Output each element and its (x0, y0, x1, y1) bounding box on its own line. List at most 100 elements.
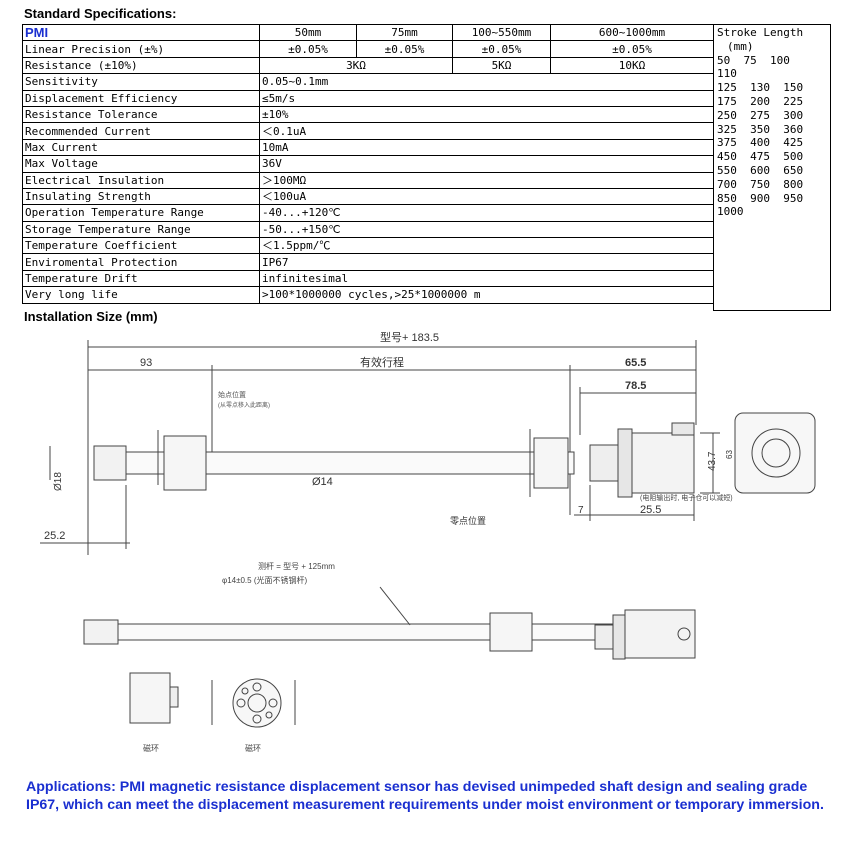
cell-value: -50...+150℃ (259, 220, 714, 239)
model-name: PMI (22, 23, 260, 42)
row-label: Recommended Current (22, 122, 260, 140)
row-label: Displacement Efficiency (22, 89, 260, 107)
size-header: 600~1000mm (550, 23, 714, 42)
dia-18: Ø18 (53, 472, 64, 491)
size-header: 50mm (259, 23, 357, 42)
cell-value: ≤5m/s (259, 89, 714, 107)
dim-25-2: 25.2 (44, 530, 65, 542)
row-label: Insulating Strength (22, 187, 260, 206)
stroke-line: 175 200 225 (717, 94, 804, 108)
row-label: Linear Precision (±%) (22, 40, 260, 58)
dim-65-5: 65.5 (625, 357, 646, 369)
applications-text: Applications: PMI magnetic resistance di… (26, 779, 824, 813)
start-position-note: 始点位置 (218, 390, 246, 399)
row-label: Storage Temperature Range (22, 220, 260, 239)
table-row: Insulating Strength＜100uA (22, 187, 714, 206)
spec-table: PMI 50mm 75mm 100~550mm 600~1000mm Linea… (22, 23, 714, 304)
cell-value: ＜1.5ppm/℃ (259, 237, 714, 255)
dim-93: 93 (140, 357, 152, 369)
table-row: Resistance (±10%) 3KΩ 5KΩ 10KΩ (22, 56, 714, 75)
table-header-row: PMI 50mm 75mm 100~550mm 600~1000mm (22, 23, 714, 42)
row-label: Very long life (22, 286, 260, 304)
stroke-line: 700 750 800 (717, 177, 804, 191)
cell-value: 3KΩ (259, 56, 453, 75)
row-label: Electrical Insulation (22, 171, 260, 189)
table-row: Very long life>100*1000000 cycles,>25*10… (22, 286, 714, 304)
table-row: Operation Temperature Range-40...+120℃ (22, 204, 714, 222)
size-header: 75mm (356, 23, 453, 42)
cell-value: ＜0.1uA (259, 122, 714, 140)
stroke-list: 50 75 100 110 125 130 150 175 200 225 25… (717, 54, 827, 220)
table-row: Resistance Tolerance±10% (22, 105, 714, 124)
stroke-line: 1000 (717, 205, 744, 219)
cell-value: -40...+120℃ (259, 204, 714, 222)
table-row: Recommended Current＜0.1uA (22, 122, 714, 140)
dim-78-5: 78.5 (625, 380, 646, 392)
installation-drawing: 型号+ 183.5 93 有效行程 65.5 78.5 始点位置 (从零点移入此… (40, 330, 816, 753)
start-position-note2: (从零点移入此距离) (218, 401, 270, 409)
dim-7: 7 (578, 505, 584, 516)
stroke-line: 325 350 360 (717, 122, 804, 136)
cell-value: IP67 (259, 253, 714, 271)
stroke-line: 550 600 650 (717, 163, 804, 177)
stroke-line: 110 (717, 67, 737, 81)
rod-spec-note: φ14±0.5 (光面不锈钢杆) (222, 575, 307, 585)
stroke-line: 375 400 425 (717, 136, 804, 150)
stroke-line: 250 275 300 (717, 108, 804, 122)
installation-title: Installation Size (mm) (24, 309, 158, 324)
table-row: Electrical Insulation＞100MΩ (22, 171, 714, 189)
magnet-ring-label-2: 磁环 (245, 743, 261, 753)
table-row: Temperature Coefficient＜1.5ppm/℃ (22, 237, 714, 255)
table-row: Linear Precision (±%) ±0.05% ±0.05% ±0.0… (22, 40, 714, 58)
cell-value: ±0.05% (259, 40, 357, 58)
cell-value: 5KΩ (452, 56, 551, 75)
magnet-ring-label-1: 磁环 (143, 743, 159, 753)
cell-value: ＞100MΩ (259, 171, 714, 189)
row-label: Enviromental Protection (22, 253, 260, 271)
cell-value: >100*1000000 cycles,>25*1000000 m (259, 286, 714, 304)
row-label: Max Current (22, 138, 260, 157)
dim-overall: 型号+ 183.5 (380, 330, 439, 344)
stroke-line: 450 475 500 (717, 150, 804, 164)
stroke-title: Stroke Length (717, 26, 804, 39)
cell-value: ＜100uA (259, 187, 714, 206)
stroke-unit: (mm) (727, 39, 754, 53)
stroke-line: 125 130 150 (717, 81, 804, 95)
row-label: Resistance (±10%) (22, 56, 260, 75)
row-label: Temperature Drift (22, 269, 260, 288)
spec-title: Standard Specifications: (24, 6, 177, 21)
cell-value: 10mA (259, 138, 714, 157)
row-label: Sensitivity (22, 73, 260, 91)
cell-value: ±0.05% (550, 40, 714, 58)
row-label: Operation Temperature Range (22, 204, 260, 222)
rod-diameter: Ø14 (312, 476, 333, 488)
cell-value: ±0.05% (356, 40, 453, 58)
stroke-length-box: Stroke Length (mm) 50 75 100 110 125 130… (713, 24, 831, 311)
cell-value: 0.05~0.1mm (259, 73, 714, 91)
row-label: Temperature Coefficient (22, 237, 260, 255)
row-label: Max Voltage (22, 155, 260, 173)
cell-value: ±0.05% (452, 40, 551, 58)
rod-length-note: 测杆 = 型号 + 125mm (258, 561, 335, 571)
size-header: 100~550mm (452, 23, 551, 42)
height-63: 63 (725, 450, 734, 459)
cable-note: (电阻输出时, 电子仓可以减短) (640, 493, 733, 502)
zero-position-label: 零点位置 (450, 515, 486, 526)
table-row: Storage Temperature Range-50...+150℃ (22, 220, 714, 239)
cell-value: ±10% (259, 105, 714, 124)
dim-stroke: 有效行程 (360, 355, 404, 369)
height-43-7: 43.7 (707, 451, 718, 471)
dim-25-5: 25.5 (640, 504, 661, 516)
cell-value: 10KΩ (550, 56, 714, 75)
stroke-line: 50 75 100 (717, 53, 790, 67)
cell-value: 36V (259, 155, 714, 173)
table-row: Displacement Efficiency≤5m/s (22, 89, 714, 107)
row-label: Resistance Tolerance (22, 105, 260, 124)
stroke-line: 850 900 950 (717, 191, 804, 205)
cell-value: infinitesimal (259, 269, 714, 288)
